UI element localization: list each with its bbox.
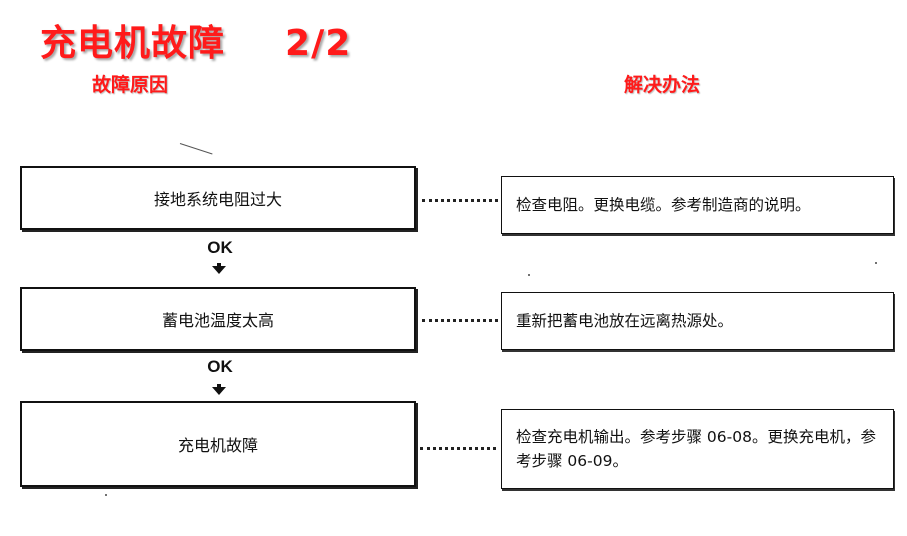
scan-speck [528, 274, 530, 276]
cause-box-1: 接地系统电阻过大 [20, 166, 416, 230]
solution-box-1: 检查电阻。更换电缆。参考制造商的说明。 [501, 176, 894, 234]
ok-label-1: OK [207, 238, 233, 257]
title-text: 充电机故障 [40, 23, 226, 64]
dotted-connector-1 [422, 199, 498, 202]
page-number: 2/2 [285, 23, 352, 64]
solution-column-heading: 解决办法 [624, 74, 701, 96]
dotted-connector-3 [420, 447, 496, 450]
down-arrow-icon-2 [212, 387, 226, 395]
page-title: 充电机故障 2/2 [40, 14, 351, 66]
solution-box-2: 重新把蓄电池放在远离热源处。 [501, 292, 894, 350]
solution-text-2: 重新把蓄电池放在远离热源处。 [516, 312, 734, 330]
cause-column-heading: 故障原因 [92, 74, 169, 96]
scan-speck [875, 262, 877, 264]
down-arrow-icon-1 [212, 266, 226, 274]
cause-text-2: 蓄电池温度太高 [161, 311, 274, 330]
cause-text-3: 充电机故障 [177, 436, 258, 455]
down-arrow-stem-1 [217, 263, 221, 266]
cause-text-1: 接地系统电阻过大 [153, 190, 282, 209]
scan-scratch-mark [179, 143, 213, 155]
cause-box-3: 充电机故障 [20, 401, 416, 487]
solution-text-3: 检查充电机输出。参考步骤 06-08。更换充电机，参考步骤 06-09。 [516, 428, 876, 470]
solution-text-1: 检查电阻。更换电缆。参考制造商的说明。 [516, 196, 811, 214]
ok-label-2: OK [207, 357, 233, 376]
scan-speck [105, 494, 107, 496]
down-arrow-stem-2 [217, 384, 221, 387]
solution-box-3: 检查充电机输出。参考步骤 06-08。更换充电机，参考步骤 06-09。 [501, 409, 894, 489]
cause-box-2: 蓄电池温度太高 [20, 287, 416, 351]
dotted-connector-2 [422, 319, 498, 322]
